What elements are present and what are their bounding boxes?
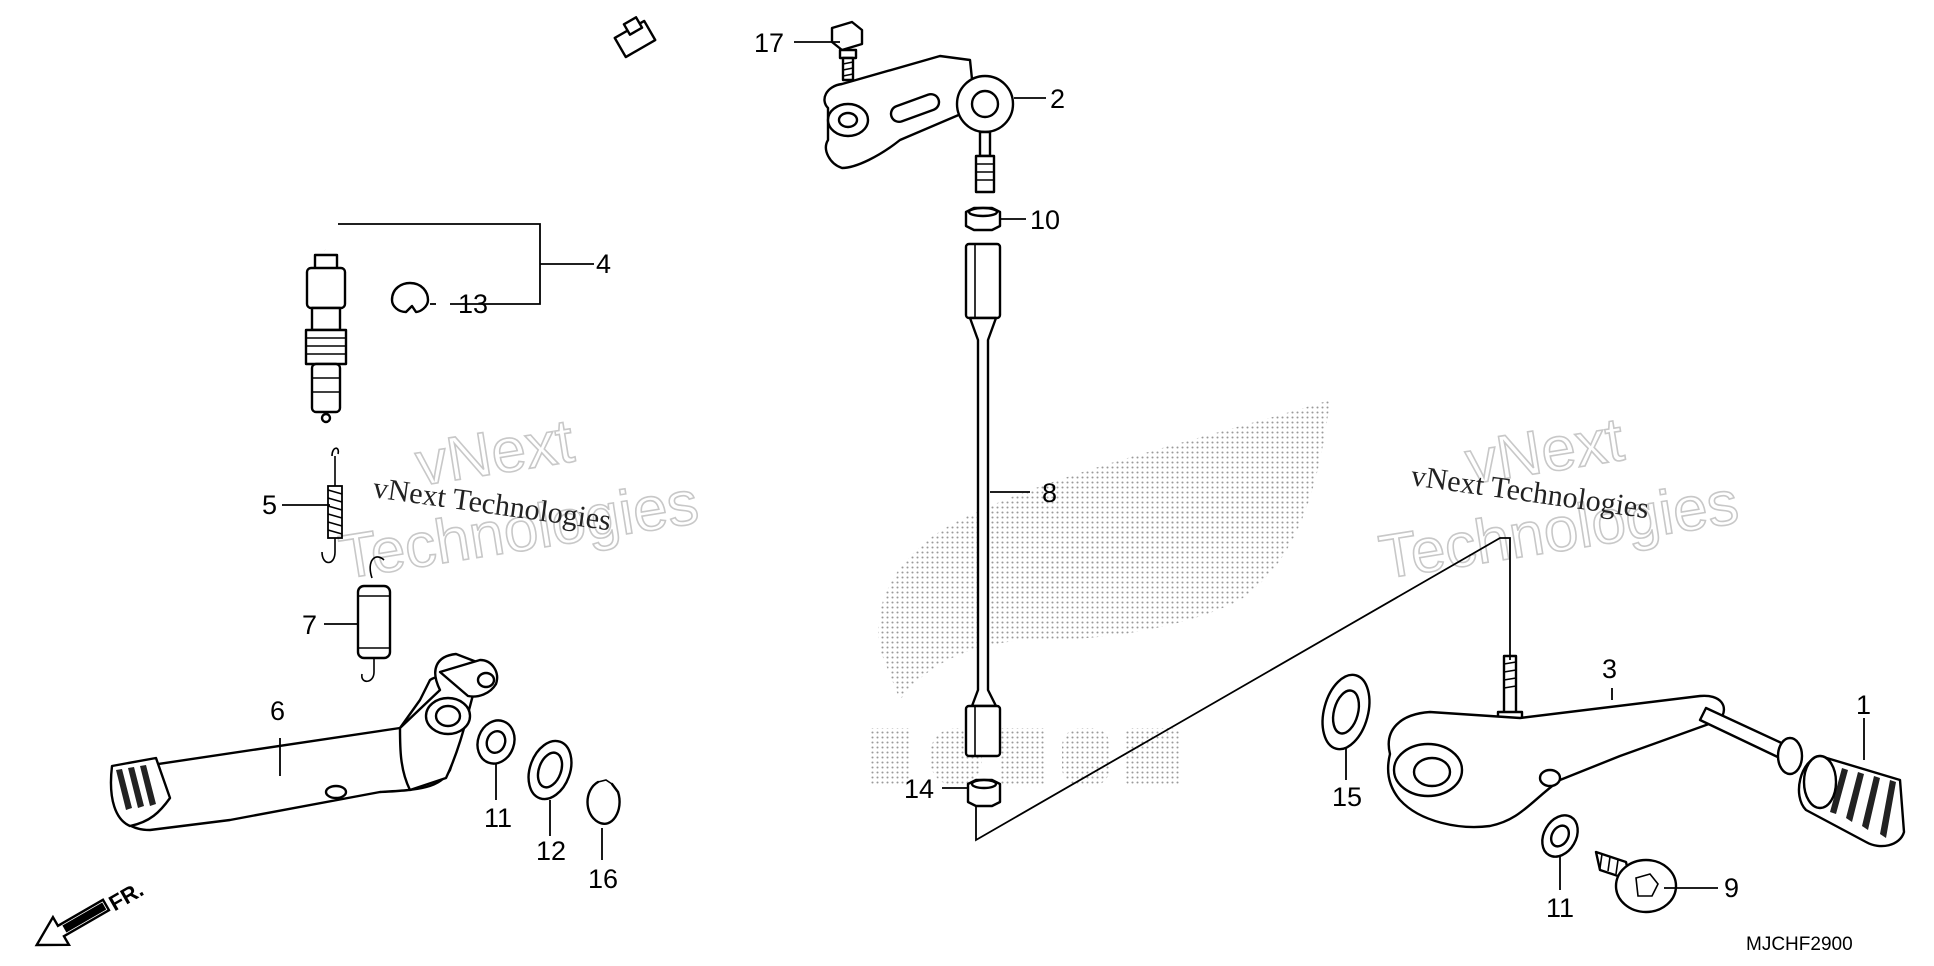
callout-6: 6: [270, 696, 285, 726]
part-5-spring: [321, 447, 343, 564]
callout-3: 3: [1602, 654, 1617, 684]
part-1-pedal-rubber: [1797, 754, 1906, 848]
part-15-washer: [1321, 673, 1371, 751]
part-6-brake-pedal: [109, 652, 499, 832]
part-14-nut: [966, 778, 1002, 808]
callout-2: 2: [1050, 84, 1065, 114]
part-7-spring: [356, 556, 392, 683]
callout-17: 17: [754, 28, 784, 58]
callout-1: 1: [1856, 690, 1871, 720]
part-8-rod: [964, 242, 1002, 758]
leader-lines: [279, 41, 1865, 890]
callout-15: 15: [1332, 782, 1362, 812]
front-direction-label: FR.: [104, 877, 147, 916]
part-11-washer-left: [476, 719, 516, 765]
callout-14: 14: [904, 774, 934, 804]
part-9-bolt: [1594, 850, 1678, 914]
wing-emblem-watermark: [870, 400, 1330, 786]
diagram-code: MJCHF2900: [1746, 934, 1853, 955]
part-11-washer-right: [1541, 814, 1579, 858]
part-2-shift-arm: [823, 54, 1015, 194]
callout-7: 7: [302, 610, 317, 640]
callout-11-right: 11: [1546, 893, 1574, 923]
part-17-bolt: [830, 20, 864, 82]
callout-12: 12: [536, 836, 566, 866]
callout-11-left: 11: [484, 803, 512, 833]
callout-10: 10: [1030, 205, 1060, 235]
part-4-switch-cable: [304, 16, 657, 424]
part-13-clip: [390, 281, 430, 314]
callout-numbers: 4 13 5 7 6 11 12 16 17 2 10 8 14 15 3 1 …: [262, 28, 1871, 923]
front-direction-arrow: FR.: [34, 877, 148, 947]
callout-16: 16: [588, 864, 618, 894]
callout-8: 8: [1042, 478, 1057, 508]
part-16-circlip: [586, 779, 621, 825]
callout-13: 13: [458, 289, 488, 319]
part-10-nut: [964, 206, 1002, 232]
callout-4: 4: [596, 249, 611, 279]
part-12-washer: [527, 739, 573, 801]
part-3-shift-pedal: [1386, 654, 1804, 829]
callout-5: 5: [262, 490, 277, 520]
callout-9: 9: [1724, 873, 1739, 903]
